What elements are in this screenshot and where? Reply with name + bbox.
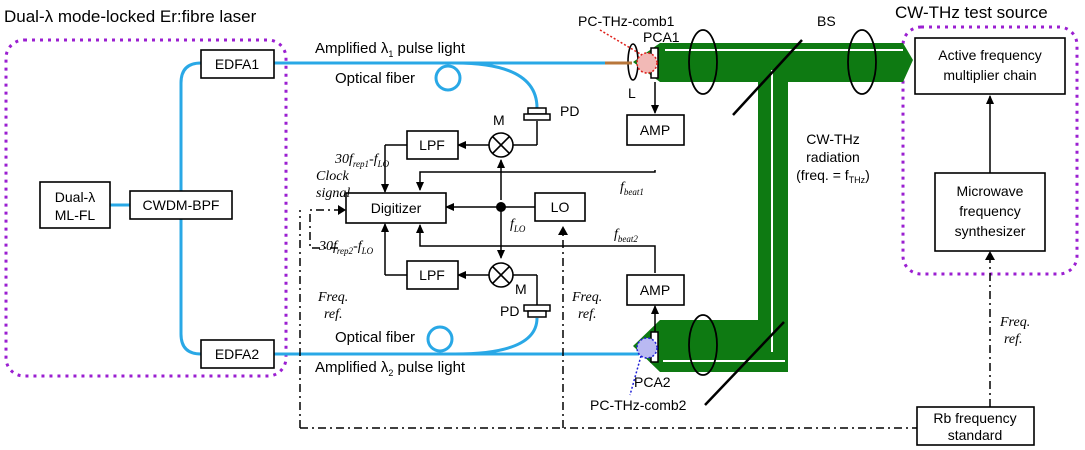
fbeat2-label: fbeat2: [614, 227, 638, 244]
optical-fiber2-label: Optical fiber: [335, 329, 415, 346]
freq-ref2-line1: Freq.: [571, 290, 602, 305]
amplified-light1-label: Amplified λ1 pulse light: [315, 40, 466, 59]
flo-label: fLO: [510, 217, 526, 234]
digitizer-box: [345, 192, 447, 224]
clock-signal-line2: signal: [316, 186, 350, 201]
rb-bottom: standard: [948, 427, 1002, 443]
reference-lines: [299, 209, 991, 429]
cw-thz-line3: (freq. = fTHz): [796, 167, 870, 185]
pd1-detector: [527, 107, 547, 115]
signal-lines: [381, 82, 994, 343]
lo-label: LO: [551, 199, 570, 215]
test-source-title: CW-THz test source: [895, 3, 1048, 22]
lpf1-label: LPF: [419, 137, 445, 153]
freq-ref3-line1: Freq.: [999, 315, 1030, 330]
freq-ref1-line2: ref.: [324, 307, 343, 322]
fiber-lines: [110, 61, 639, 356]
dual-mlfl-box: [39, 181, 111, 229]
bs-label: BS: [817, 13, 836, 29]
amc-bottom: multiplier chain: [943, 67, 1036, 83]
freq-ref1-line1: Freq.: [317, 290, 348, 305]
laser-group-box: [4, 38, 288, 378]
microwave-line3: synthesizer: [955, 223, 1026, 239]
beam-mirror: [704, 321, 785, 406]
lens-l-label: L: [628, 85, 636, 101]
mixer1-label: M: [493, 112, 505, 128]
freq-ref3-line2: ref.: [1004, 332, 1023, 347]
cw-thz-line1: CW-THz: [806, 131, 859, 147]
amc-box: [914, 37, 1066, 95]
dual-mlfl-bottom: ML-FL: [55, 207, 96, 223]
pca1-label: PCA1: [643, 29, 680, 45]
lens-amc: [847, 29, 877, 95]
lo-box: [534, 192, 586, 222]
microwave-line1: Microwave: [957, 183, 1024, 199]
lens-pca1: [688, 29, 718, 95]
lpf2-label: LPF: [419, 267, 445, 283]
mix1-frequency-label: 30frep1-fLO: [334, 152, 390, 169]
fbeat1-label: fbeat1: [620, 180, 644, 197]
cwdm-label: CWDM-BPF: [143, 197, 220, 213]
digitizer-label: Digitizer: [371, 200, 422, 216]
amplified-light2-label: Amplified λ2 pulse light: [315, 359, 466, 378]
amp2-box: [626, 274, 685, 306]
lens-pca2: [688, 314, 718, 376]
edfa2-box: [200, 339, 275, 369]
edfa1-label: EDFA1: [215, 56, 260, 72]
pc-comb2-spot: [636, 337, 658, 359]
amc-top: Active frequency: [938, 47, 1042, 63]
pc-comb1-spot: [636, 52, 658, 74]
edfa2-label: EDFA2: [215, 346, 260, 362]
pd2-detector: [523, 304, 551, 312]
edfa1-box: [200, 49, 275, 79]
dual-mlfl-top: Dual-λ: [55, 189, 95, 205]
laser-group-title: Dual-λ mode-locked Er:fibre laser: [4, 7, 257, 26]
cwdm-box: [129, 190, 233, 220]
pc-comb2-label: PC-THz-comb2: [590, 397, 687, 413]
pd2-label: PD: [500, 303, 519, 319]
pd1-label: PD: [560, 103, 579, 119]
cw-thz-line2: radiation: [806, 149, 860, 165]
mixer2-label: M: [515, 281, 527, 297]
beam-splitter: [732, 39, 803, 116]
microwave-box: [934, 172, 1046, 252]
optical-fiber1-label: Optical fiber: [335, 70, 415, 87]
freq-ref2-line2: ref.: [578, 307, 597, 322]
mix2-frequency-label: 30frep2-fLO: [318, 239, 374, 256]
pc-comb1-label: PC-THz-comb1: [578, 13, 675, 29]
rb-box: [916, 406, 1035, 446]
microwave-line2: frequency: [959, 203, 1020, 219]
amp1-box: [626, 114, 685, 146]
lpf1-box: [406, 130, 459, 160]
lpf2-box: [406, 260, 459, 290]
clock-signal-line1: Clock: [316, 169, 349, 184]
amp2-label: AMP: [640, 282, 670, 298]
lo-junction: [496, 202, 506, 212]
amp1-label: AMP: [640, 122, 670, 138]
rb-top: Rb frequency: [933, 410, 1016, 426]
pca2-label: PCA2: [634, 374, 671, 390]
